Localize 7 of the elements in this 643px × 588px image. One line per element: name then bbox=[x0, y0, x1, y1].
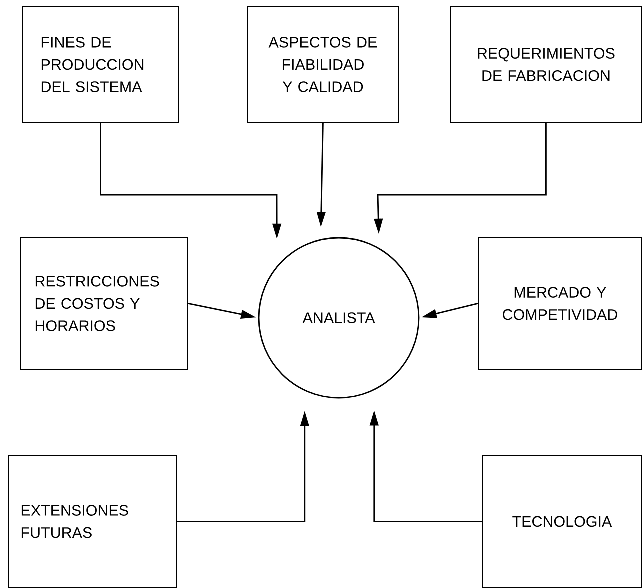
process-box: FINES DE PRODUCCION DEL SISTEMA bbox=[22, 6, 180, 124]
process-box: EXTENSIONES FUTURAS bbox=[8, 455, 178, 588]
process-box: MERCADO Y COMPETIVIDAD bbox=[478, 237, 642, 370]
process-box: ASPECTOS DE FIABILIDAD Y CALIDAD bbox=[247, 6, 400, 124]
process-box: TECNOLOGIA bbox=[482, 455, 642, 588]
process-box: RESTRICCIONES DE COSTOS Y HORARIOS bbox=[20, 237, 188, 370]
process-box: REQUERIMIENTOS DE FABRICACION bbox=[450, 6, 642, 124]
